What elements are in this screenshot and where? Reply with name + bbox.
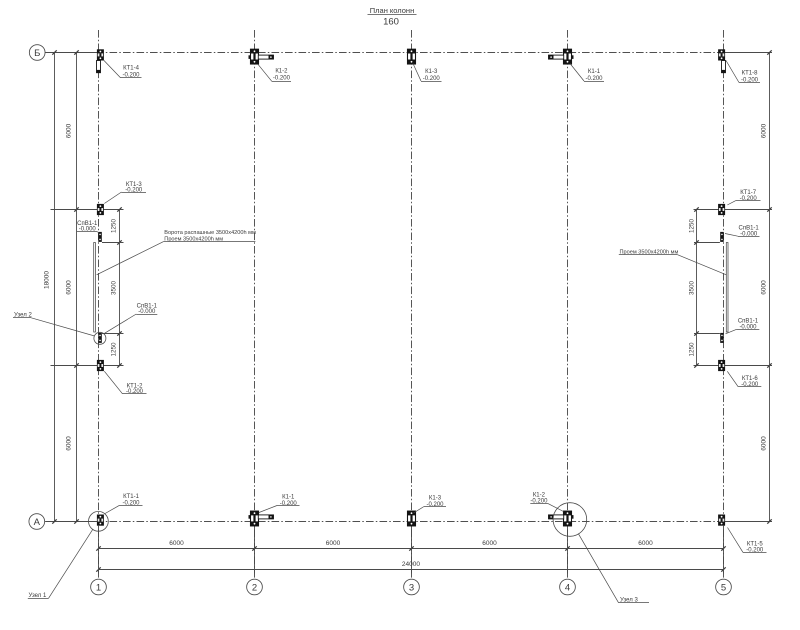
svg-text:-0.200: -0.200 [273, 76, 291, 82]
svg-text:СпВ1-1: СпВ1-1 [738, 319, 759, 325]
svg-text:К1-1: К1-1 [588, 69, 601, 75]
svg-text:СпВ1-1: СпВ1-1 [77, 221, 98, 227]
svg-text:Узел 3: Узел 3 [620, 598, 638, 604]
svg-text:-0.200: -0.200 [530, 499, 548, 505]
svg-text:Б: Б [34, 48, 40, 59]
svg-text:КТ1-1: КТ1-1 [123, 494, 139, 500]
svg-text:КТ1-3: КТ1-3 [126, 182, 142, 188]
svg-text:6000: 6000 [65, 280, 72, 295]
svg-text:2: 2 [252, 582, 257, 593]
svg-text:3500: 3500 [111, 281, 118, 296]
svg-text:КТ1-4: КТ1-4 [123, 65, 139, 71]
svg-text:-0.200: -0.200 [122, 501, 140, 507]
svg-text:КТ1-6: КТ1-6 [742, 376, 758, 382]
svg-text:-0.200: -0.200 [426, 502, 444, 508]
svg-text:5: 5 [721, 582, 726, 593]
svg-text:-0.200: -0.200 [423, 76, 441, 82]
svg-text:6000: 6000 [638, 540, 653, 547]
svg-text:К1-3: К1-3 [425, 69, 438, 75]
svg-text:К1-1: К1-1 [282, 494, 295, 500]
svg-text:6000: 6000 [482, 540, 497, 547]
svg-text:6000: 6000 [760, 123, 767, 138]
svg-text:-0.200: -0.200 [740, 196, 758, 202]
svg-text:-0.200: -0.200 [122, 72, 140, 78]
svg-text:4: 4 [565, 582, 570, 593]
svg-text:1250: 1250 [111, 219, 118, 234]
svg-text:А: А [34, 517, 41, 528]
svg-text:-0.200: -0.200 [280, 501, 298, 507]
svg-text:1250: 1250 [689, 219, 696, 234]
svg-text:-0.000: -0.000 [739, 325, 757, 331]
svg-text:КТ1-7: КТ1-7 [740, 190, 756, 196]
svg-text:-0.200: -0.200 [126, 389, 144, 395]
svg-text:-0.000: -0.000 [138, 309, 156, 315]
svg-text:КТ1-2: КТ1-2 [127, 383, 143, 389]
svg-text:КТ1-5: КТ1-5 [747, 542, 763, 548]
svg-text:-0.200: -0.200 [125, 187, 143, 193]
svg-text:К1-3: К1-3 [429, 496, 442, 502]
svg-text:К1-2: К1-2 [275, 69, 288, 75]
svg-text:1250: 1250 [689, 342, 696, 357]
svg-text:План колонн: План колонн [370, 6, 414, 15]
svg-text:6000: 6000 [65, 123, 72, 138]
svg-text:-0.200: -0.200 [741, 382, 759, 388]
svg-text:Проем 3500х4200h мм: Проем 3500х4200h мм [620, 249, 679, 255]
svg-text:Узел 1: Узел 1 [29, 593, 47, 599]
svg-text:6000: 6000 [169, 540, 184, 547]
svg-text:160: 160 [383, 16, 399, 27]
svg-text:-0.200: -0.200 [741, 78, 759, 84]
svg-text:6000: 6000 [65, 436, 72, 451]
svg-text:1: 1 [96, 582, 101, 593]
svg-text:6000: 6000 [760, 280, 767, 295]
svg-text:-0.200: -0.200 [746, 548, 764, 554]
svg-text:3500: 3500 [689, 281, 696, 296]
svg-text:-0.000: -0.000 [740, 232, 758, 238]
svg-text:Узел 2: Узел 2 [14, 313, 32, 319]
svg-text:6000: 6000 [760, 436, 767, 451]
svg-text:К1-2: К1-2 [533, 493, 546, 499]
svg-text:СпВ1-1: СпВ1-1 [739, 226, 760, 232]
svg-text:КТ1-8: КТ1-8 [742, 71, 758, 77]
svg-text:3: 3 [409, 582, 414, 593]
svg-text:СпВ1-1: СпВ1-1 [137, 304, 158, 310]
svg-text:Проем 3500х4200h мм: Проем 3500х4200h мм [164, 236, 223, 242]
svg-text:18000: 18000 [43, 271, 50, 289]
svg-text:1250: 1250 [111, 342, 118, 357]
svg-text:-0.200: -0.200 [585, 76, 603, 82]
svg-text:-0.000: -0.000 [79, 227, 97, 233]
svg-text:Ворота распашные 3500х4200h м: Ворота распашные 3500х4200h мм [164, 230, 256, 236]
svg-text:6000: 6000 [326, 540, 341, 547]
